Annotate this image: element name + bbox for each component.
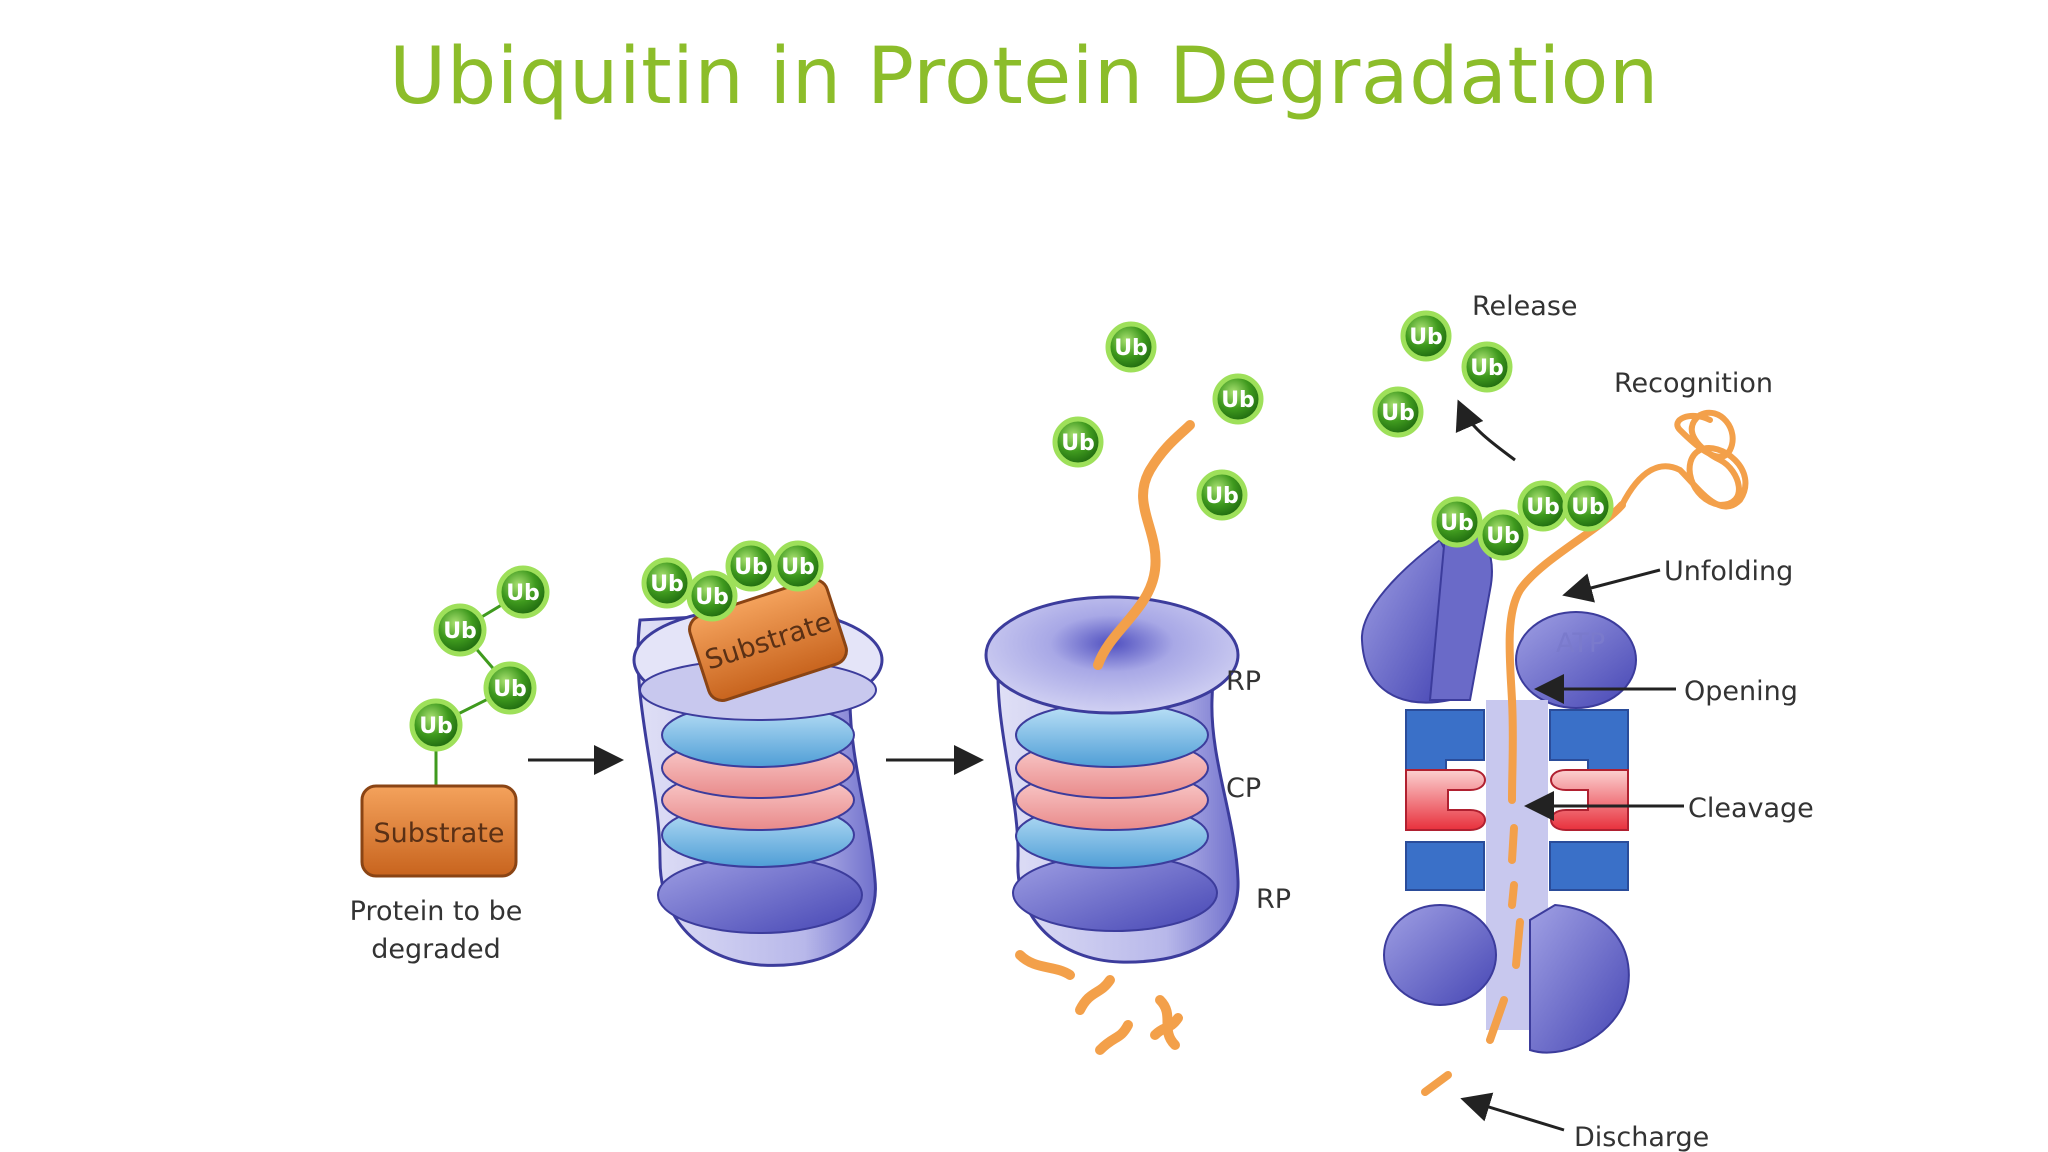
- svg-text:Ub: Ub: [734, 555, 768, 580]
- ubiquitin-icon: Ub: [725, 540, 777, 592]
- peptide-fragments: [1015, 950, 1183, 1055]
- label-rp-top: RP: [1226, 666, 1261, 697]
- svg-text:Ub: Ub: [1409, 325, 1443, 350]
- discharge-pointer: [1460, 1092, 1565, 1132]
- svg-text:Ub: Ub: [493, 677, 527, 702]
- ubiquitin-icon: Ub: [483, 661, 537, 715]
- ubiquitin-icon: Ub: [641, 557, 693, 609]
- svg-text:Ub: Ub: [443, 619, 477, 644]
- stage4-proteasome-cross-section: [1360, 529, 1637, 1054]
- slide-title: Ubiquitin in Protein Degradation: [389, 32, 1659, 122]
- svg-text:Ub: Ub: [506, 581, 540, 606]
- ubiquitin-icon: Ub: [1517, 480, 1569, 532]
- label-unfolding: Unfolding: [1664, 556, 1793, 587]
- ubiquitin-icon: Ub: [1477, 509, 1529, 561]
- substrate-block: Substrate: [360, 784, 518, 878]
- label-opening: Opening: [1684, 676, 1798, 707]
- svg-text:Ub: Ub: [1440, 511, 1474, 536]
- peptide-chain: [1093, 420, 1195, 670]
- svg-text:Substrate: Substrate: [374, 818, 505, 849]
- label-cp: CP: [1226, 773, 1261, 804]
- label-atp: ATP: [1556, 628, 1605, 659]
- release-arrow: [1455, 399, 1516, 462]
- svg-text:Ub: Ub: [781, 555, 815, 580]
- stage3-proteasome: [984, 595, 1240, 964]
- svg-text:Ub: Ub: [1486, 524, 1520, 549]
- ubiquitin-icon: Ub: [772, 540, 824, 592]
- svg-text:Ub: Ub: [1114, 336, 1148, 361]
- svg-text:Ub: Ub: [1526, 495, 1560, 520]
- ubiquitin-icon: Ub: [409, 698, 463, 752]
- svg-text:Ub: Ub: [1205, 484, 1239, 509]
- label-discharge: Discharge: [1574, 1122, 1709, 1152]
- ubiquitin-icon: Ub: [1431, 496, 1483, 548]
- ubiquitin-icon: Ub: [1105, 321, 1157, 373]
- stage1-caption-line1: Protein to be: [350, 896, 523, 927]
- label-release: Release: [1472, 291, 1578, 322]
- stage1-group: Ub Ub Ub Ub Substrate Protein to be degr…: [350, 565, 550, 965]
- svg-text:Ub: Ub: [1061, 431, 1095, 456]
- ubiquitin-icon: Ub: [1196, 469, 1248, 521]
- svg-text:Ub: Ub: [419, 714, 453, 739]
- tangled-substrate: [1619, 409, 1749, 510]
- ubiquitin-icon: Ub: [1052, 416, 1104, 468]
- label-rp-bottom: RP: [1256, 884, 1291, 915]
- ubiquitin-icon: Ub: [1562, 480, 1614, 532]
- label-recognition: Recognition: [1614, 368, 1773, 399]
- ubiquitin-icon: Ub: [1372, 386, 1424, 438]
- peptide-fragments: [1421, 824, 1524, 1096]
- ubiquitin-icon: Ub: [433, 603, 487, 657]
- unfolding-pointer: [1562, 568, 1661, 603]
- ubiquitin-icon: Ub: [1400, 310, 1452, 362]
- svg-text:Ub: Ub: [1221, 388, 1255, 413]
- stage1-caption-line2: degraded: [371, 934, 500, 965]
- label-cleavage: Cleavage: [1688, 793, 1814, 824]
- svg-text:Ub: Ub: [1381, 401, 1415, 426]
- peptide-chain: [1505, 501, 1626, 804]
- ubiquitin-icon: Ub: [496, 565, 550, 619]
- svg-text:Ub: Ub: [1571, 495, 1605, 520]
- ubiquitin-icon: Ub: [1461, 341, 1513, 393]
- svg-text:Ub: Ub: [650, 572, 684, 597]
- svg-text:Ub: Ub: [695, 585, 729, 610]
- svg-text:Ub: Ub: [1470, 356, 1504, 381]
- ubiquitin-icon: Ub: [686, 570, 738, 622]
- ubiquitin-icon: Ub: [1212, 373, 1264, 425]
